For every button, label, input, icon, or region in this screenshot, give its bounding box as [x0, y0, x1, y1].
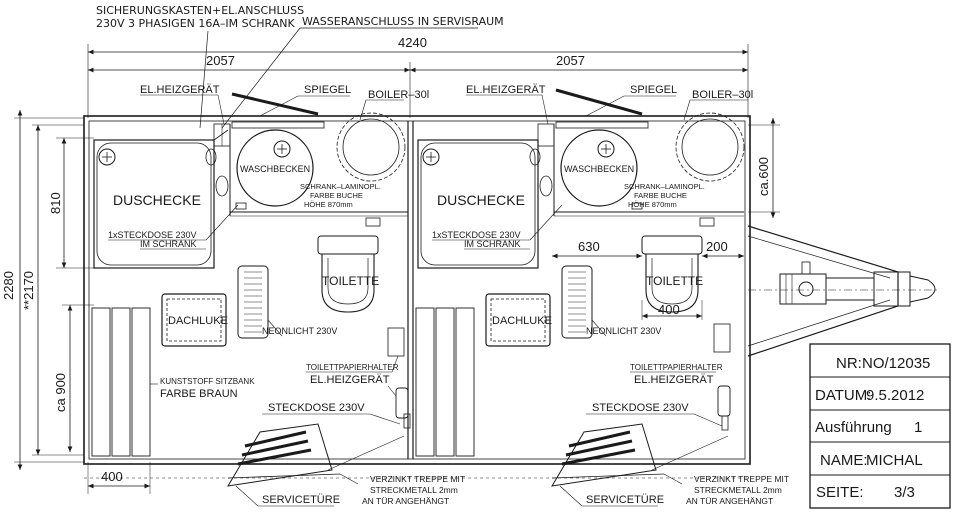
paper-holder-label-right: TOILETTPAPIERHALTER	[630, 363, 723, 372]
cabinet-label-right-2: FARBE BUCHE	[634, 191, 687, 200]
socket-cabinet-label-left-2: IM SCHRANK	[140, 239, 197, 249]
right-unit: DUSCHECKE WASCHBECKEN SCHRANK–LAMINOPL. …	[415, 84, 789, 507]
socket-label-right: STECKDOSE 230V	[592, 402, 689, 414]
dim-200: 200	[706, 239, 728, 254]
tow-drawbar	[747, 225, 940, 357]
dim-400-bench: 400	[101, 469, 123, 484]
cabinet-label-right-1: SCHRANK–LAMINOPL.	[624, 182, 705, 191]
dimension-left: 2280 **2170 810 ca 900 400	[1, 110, 151, 494]
shower-label-right: DUSCHECKE	[437, 192, 525, 208]
dimension-half-lengths: 2057 2057	[88, 53, 748, 118]
title-nr-label: NR:	[836, 355, 862, 372]
cabinet-label-left-3: HÖHE 870mm	[304, 200, 353, 209]
dim-2057-right: 2057	[556, 53, 585, 68]
stairs-label-right-1: VERZINKT TREPPE MIT	[694, 474, 789, 484]
socket-cabinet-label-left-1: 1xSTECKDOSE 230V	[108, 230, 197, 240]
dim-810: 810	[48, 192, 63, 214]
fuse-box-label: SICHERUNGSKASTEN+EL.ANSCHLUSS	[96, 4, 304, 17]
stairs-label-left-2: STRECKMETALL 2mm	[370, 485, 458, 495]
shower-label-left: DUSCHECKE	[113, 192, 201, 208]
skylight-label-left: DACHLUKE	[168, 315, 228, 327]
service-door-label-left: SERVICETÜRE	[262, 494, 340, 506]
heater-label-lower-right: EL.HEIZGERÄT	[634, 374, 714, 386]
stairs-label-right-3: AN TÜR ANGEHÄNGT	[686, 496, 773, 506]
dimension-total-length: 4240	[87, 35, 749, 118]
socket-cabinet-label-right-1: 1xSTECKDOSE 230V	[432, 230, 521, 240]
title-version-label: Ausführung	[815, 419, 892, 436]
dimension-right: ca.600	[748, 118, 780, 218]
dim-400-toilet: 400	[658, 302, 680, 317]
cabinet-label-left-1: SCHRANK–LAMINOPL.	[300, 182, 381, 191]
left-unit: DUSCHECKE WASCHBECKEN SCHRANK–LAMINOPL. …	[91, 84, 465, 507]
heater-label-left: EL.HEIZGERÄT	[140, 84, 220, 96]
title-nr-value: NO/12035	[862, 355, 930, 372]
title-page-value: 3/3	[894, 484, 915, 501]
dim-2057-left: 2057	[206, 53, 235, 68]
title-name-value: MICHAL	[866, 452, 923, 469]
cabinet-label-right-3: HÖHE 870mm	[628, 200, 677, 209]
dim-4240: 4240	[398, 35, 427, 50]
neon-label-left: NEONLICHT 230V	[262, 326, 337, 336]
title-name-label: NAME:	[820, 452, 868, 469]
socket-cabinet-label-right-2: IM SCHRANK	[464, 239, 521, 249]
toilet-label-left: TOILETTE	[322, 274, 379, 288]
skylight-label-right: DACHLUKE	[492, 315, 552, 327]
dim-2170: **2170	[21, 271, 36, 310]
bench-label-left-1: KUNSTSTOFF SITZBANK	[160, 377, 255, 386]
bench-label-left-2: FARBE BRAUN	[160, 388, 238, 400]
mirror-label-left: SPIEGEL	[304, 84, 351, 96]
title-version-value: 1	[914, 419, 922, 436]
title-block: NR: NO/12035 DATUM: 9.5.2012 Ausführung …	[809, 343, 951, 509]
toilet-label-right: TOILETTE	[646, 274, 703, 288]
heater-label-right: EL.HEIZGERÄT	[466, 84, 546, 96]
phase-label: 230V 3 PHASIGEN 16A–IM SCHRANK	[96, 17, 296, 30]
boiler-label-left: BOILER–30l	[368, 89, 429, 101]
socket-label-left: STECKDOSE 230V	[268, 402, 365, 414]
title-date-value: 9.5.2012	[866, 387, 924, 404]
stairs-label-right-2: STRECKMETALL 2mm	[694, 485, 782, 495]
paper-holder-label-left: TOILETTPAPIERHALTER	[306, 363, 399, 372]
dim-ca-600: ca.600	[756, 157, 771, 196]
service-door-label-right: SERVICETÜRE	[586, 494, 664, 506]
neon-label-right: NEONLICHT 230V	[586, 326, 661, 336]
stairs-label-left-3: AN TÜR ANGEHÄNGT	[362, 496, 449, 506]
dim-2280: 2280	[1, 271, 16, 300]
stairs-label-left-1: VERZINKT TREPPE MIT	[370, 474, 465, 484]
cabinet-label-left-2: FARBE BUCHE	[310, 191, 363, 200]
basin-label-right: WASCHBECKEN	[564, 164, 634, 174]
water-connection-label: WASSERANSCHLUSS IN SERVISRAUM	[302, 15, 504, 28]
boiler-label-right: BOILER–30l	[692, 89, 753, 101]
basin-label-left: WASCHBECKEN	[240, 164, 310, 174]
dim-630: 630	[578, 239, 600, 254]
heater-label-lower-left: EL.HEIZGERÄT	[310, 374, 390, 386]
title-page-label: SEITE:	[816, 484, 864, 501]
title-date-label: DATUM:	[815, 387, 871, 404]
mirror-label-right: SPIEGEL	[630, 84, 677, 96]
outer-walls	[83, 115, 751, 479]
dim-ca-900: ca 900	[53, 373, 68, 412]
top-notes: SICHERUNGSKASTEN+EL.ANSCHLUSS 230V 3 PHA…	[96, 4, 504, 129]
